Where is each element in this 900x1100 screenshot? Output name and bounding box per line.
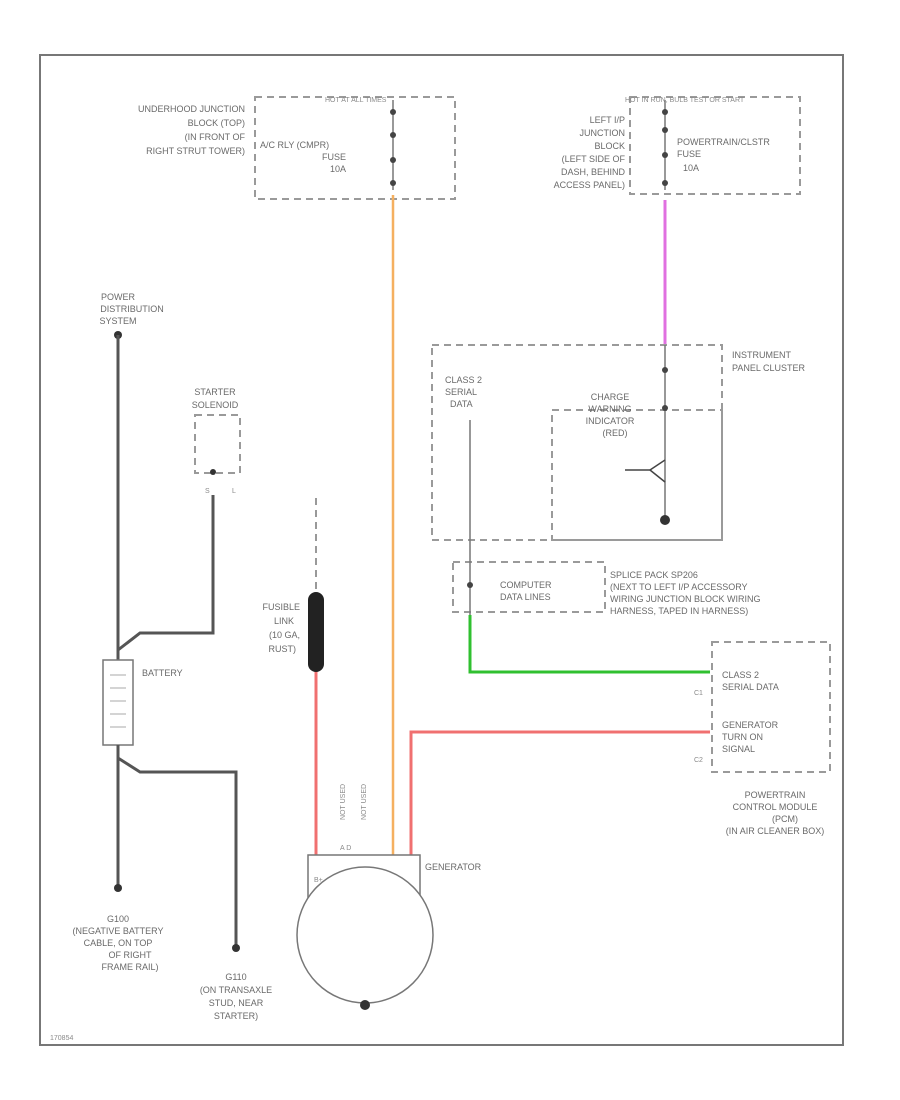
power-dist-line2: DISTRIBUTION: [100, 304, 164, 314]
fuse-terminal-dot: [390, 132, 396, 138]
ipc-line1: INSTRUMENT: [732, 350, 791, 360]
fusible-link-line3: (10 GA,: [269, 630, 300, 640]
acrly-fuse-line1: A/C RLY (CMPR): [260, 140, 329, 150]
fuse-terminal-dot: [390, 157, 396, 163]
not-used-1: NOT USED: [340, 784, 347, 820]
left-ip-fuse-block: HOT IN RUN, BULB TEST OR START LEFT I/P …: [554, 96, 801, 195]
g100-line3: CABLE, ON TOP: [84, 938, 153, 948]
splice-pack-line2: (NEXT TO LEFT I/P ACCESSORY: [610, 582, 748, 592]
fusible-link-line2: LINK: [274, 616, 294, 626]
starter-terminal-dot: [210, 469, 216, 475]
pcm-class2-line2: SERIAL DATA: [722, 682, 779, 692]
starter-feed-wire: [117, 495, 215, 652]
g100-line1: G100: [107, 914, 129, 924]
class2-top-line3: DATA: [450, 399, 473, 409]
fuse-terminal-dot: [662, 127, 668, 133]
pcm-c2: C2: [694, 757, 703, 764]
hot-at-all-times-label: HOT AT ALL TIMES: [325, 97, 387, 104]
starter-solenoid-line1: STARTER: [194, 387, 236, 397]
pcm-class2-line1: CLASS 2: [722, 670, 759, 680]
fuse-terminal-dot: [662, 109, 668, 115]
power-distribution: POWER DISTRIBUTION SYSTEM: [99, 292, 164, 339]
fuse-terminal-dot: [662, 180, 668, 186]
power-dist-line3: SYSTEM: [99, 316, 136, 326]
left-ip-jb-line3: BLOCK: [594, 141, 625, 151]
starter-solenoid-line2: SOLENOID: [192, 400, 239, 410]
power-dist-line1: POWER: [101, 292, 136, 302]
computer-data-line1: COMPUTER: [500, 580, 552, 590]
pcm-line2: CONTROL MODULE: [733, 802, 818, 812]
pcm-line1: POWERTRAIN: [745, 790, 806, 800]
red-wire-signal: [409, 730, 710, 855]
computer-data-line2: DATA LINES: [500, 592, 551, 602]
g110-line3: STUD, NEAR: [209, 998, 264, 1008]
fusible-link-line1: FUSIBLE: [262, 602, 300, 612]
left-ip-jb-line5: DASH, BEHIND: [561, 167, 626, 177]
battery: BATTERY: [102, 659, 183, 746]
pcm-gen-line1: GENERATOR: [722, 720, 779, 730]
g100-line2: (NEGATIVE BATTERY: [72, 926, 163, 936]
ipc-line2: PANEL CLUSTER: [732, 363, 806, 373]
acrly-fuse-line3: 10A: [330, 164, 346, 174]
hot-in-run-label: HOT IN RUN, BULB TEST OR START: [625, 97, 745, 104]
underhood-jb-line3: (IN FRONT OF: [185, 132, 246, 142]
g100-line5: FRAME RAIL): [101, 962, 158, 972]
battery-label: BATTERY: [142, 668, 183, 678]
pcm-line4: (IN AIR CLEANER BOX): [726, 826, 825, 836]
fuse-terminal-dot: [662, 152, 668, 158]
diagram-border: [39, 54, 844, 1046]
left-ip-jb-line4: (LEFT SIDE OF: [562, 154, 626, 164]
ground-g110: G110 (ON TRANSAXLE STUD, NEAR STARTER): [200, 944, 272, 1021]
class2-top-line2: SERIAL: [445, 387, 477, 397]
splice-pack-line4: HARNESS, TAPED IN HARNESS): [610, 606, 748, 616]
charge-indicator-line1: CHARGE: [591, 392, 630, 402]
underhood-jb-line2: BLOCK (TOP): [188, 118, 245, 128]
pcm-gen-line3: SIGNAL: [722, 744, 755, 754]
underhood-jb-line1: UNDERHOOD JUNCTION: [138, 104, 245, 114]
pcm-c1: C1: [694, 690, 703, 697]
generator-b-plus: B+: [314, 877, 323, 884]
green-wire: [468, 615, 710, 674]
starter-solenoid: STARTER SOLENOID S L: [192, 387, 241, 495]
pcm-gen-line2: TURN ON: [722, 732, 763, 742]
generator: GENERATOR B+ A D NOT USED NOT USED: [296, 784, 482, 1010]
fuse-terminal-dot: [390, 180, 396, 186]
fuse-terminal-dot: [390, 109, 396, 115]
ref-code: 170854: [50, 1035, 73, 1042]
splice-pack: COMPUTER DATA LINES SPLICE PACK SP206 (N…: [452, 560, 761, 616]
starter-conn-s: S: [205, 488, 210, 495]
powertrain-control-module: CLASS 2 SERIAL DATA GENERATOR TURN ON SI…: [694, 641, 831, 836]
starter-conn-l: L: [232, 488, 236, 495]
g100-line4: OF RIGHT: [109, 950, 152, 960]
acrly-fuse-line2: FUSE: [322, 152, 346, 162]
charge-indicator-line3: INDICATOR: [586, 416, 635, 426]
generator-pins: A D: [340, 845, 351, 852]
left-ip-jb-line6: ACCESS PANEL): [554, 180, 625, 190]
fusible-link: FUSIBLE LINK (10 GA, RUST): [262, 498, 324, 672]
charge-indicator-line2: WARNING: [588, 404, 631, 414]
left-ip-jb-line2: JUNCTION: [580, 128, 626, 138]
splice-pack-line3: WIRING JUNCTION BLOCK WIRING: [610, 594, 761, 604]
instrument-panel-cluster: INSTRUMENT PANEL CLUSTER CLASS 2 SERIAL …: [431, 344, 806, 560]
left-ip-jb-line1: LEFT I/P: [590, 115, 625, 125]
underhood-jb-line4: RIGHT STRUT TOWER): [146, 146, 245, 156]
not-used-2: NOT USED: [361, 784, 368, 820]
ground-strap-wire: [117, 756, 238, 948]
ground-g100: G100 (NEGATIVE BATTERY CABLE, ON TOP OF …: [72, 884, 164, 972]
splice-pack-line1: SPLICE PACK SP206: [610, 570, 698, 580]
pcm-line3: (PCM): [772, 814, 798, 824]
pwr-fuse-line3: 10A: [683, 163, 699, 173]
pwr-fuse-line2: FUSE: [677, 149, 701, 159]
fusible-link-line4: RUST): [269, 644, 297, 654]
class2-top-line1: CLASS 2: [445, 375, 482, 385]
pwr-fuse-line1: POWERTRAIN/CLSTR: [677, 137, 770, 147]
generator-label: GENERATOR: [425, 862, 482, 872]
g110-line4: STARTER): [214, 1011, 258, 1021]
underhood-fuse-block: UNDERHOOD JUNCTION BLOCK (TOP) (IN FRONT…: [138, 96, 456, 200]
g110-line1: G110: [225, 972, 246, 982]
charge-indicator-line4: (RED): [603, 428, 628, 438]
g110-line2: (ON TRANSAXLE: [200, 985, 272, 995]
